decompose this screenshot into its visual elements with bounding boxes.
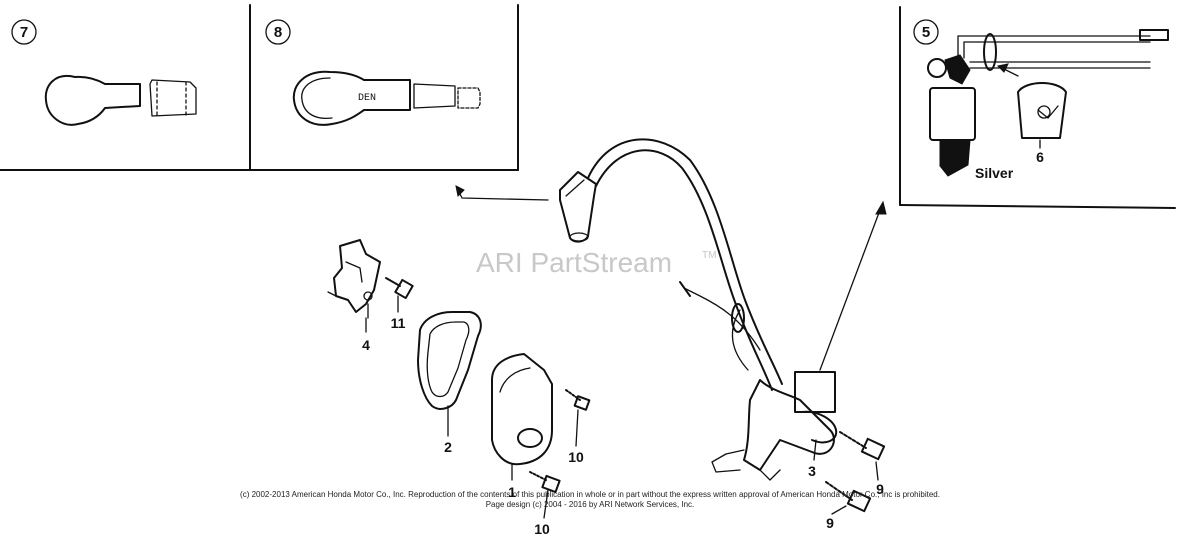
callout-6[interactable]: 6 xyxy=(1036,149,1044,165)
inset-7-number: 7 xyxy=(20,24,28,41)
part-2-gasket[interactable] xyxy=(417,311,482,410)
inset-8[interactable]: 8 DEN xyxy=(265,19,481,126)
callout-9-a[interactable]: 9 xyxy=(876,481,884,497)
callout-10-a[interactable]: 10 xyxy=(568,449,584,465)
callout-10-b[interactable]: 10 xyxy=(534,521,550,537)
callout-9-b[interactable]: 9 xyxy=(826,515,834,531)
leader-lines xyxy=(365,139,1041,519)
part-1-cover[interactable] xyxy=(491,353,553,466)
watermark-tm: TM xyxy=(702,250,716,261)
callout-4[interactable]: 4 xyxy=(362,337,370,353)
arrow-to-inset-5 xyxy=(819,200,887,371)
part-9-bolt-b[interactable] xyxy=(825,481,872,513)
part-9-bolt-a[interactable] xyxy=(839,431,886,461)
inset-5[interactable]: 5 Silver xyxy=(913,19,1169,181)
inset-5-badge xyxy=(913,19,939,45)
primary-wires xyxy=(679,281,761,371)
plug-cap-8: DEN xyxy=(292,70,481,126)
inset-7[interactable]: 7 xyxy=(11,19,197,126)
cap-marking: DEN xyxy=(358,93,376,104)
callout-2[interactable]: 2 xyxy=(444,439,452,455)
callouts: 1 2 3 4 6 9 9 10 10 11 xyxy=(362,149,1044,537)
ignition-coil-assembly[interactable] xyxy=(559,138,838,481)
plug-cap-7 xyxy=(44,74,197,126)
inset-7-badge xyxy=(11,19,37,45)
part-4-stop-switch[interactable] xyxy=(327,239,381,319)
page-design-line: Page design (c) 2004 - 2016 by ARI Netwo… xyxy=(485,500,695,509)
callout-1[interactable]: 1 xyxy=(508,484,516,500)
part-10-bolt-b[interactable] xyxy=(529,471,561,494)
callout-3[interactable]: 3 xyxy=(808,463,816,479)
callout-11[interactable]: 11 xyxy=(391,315,406,331)
inset-frame-7-8 xyxy=(0,4,519,171)
part-10-bolt-a[interactable] xyxy=(565,389,591,411)
watermark-text: ARI PartStream xyxy=(476,247,672,278)
part-11-screw[interactable] xyxy=(385,277,414,300)
spark-plug-cap xyxy=(559,171,597,243)
coil-body xyxy=(711,371,838,481)
inset-8-number: 8 xyxy=(274,24,282,41)
copyright-line: (c) 2002-2013 American Honda Motor Co., … xyxy=(240,490,940,499)
ignition-coil-detail xyxy=(927,29,1169,177)
watermark: ARI PartStream TM xyxy=(476,247,716,278)
silver-label: Silver xyxy=(975,165,1014,181)
high-tension-lead xyxy=(587,138,783,391)
copyright-footer: (c) 2002-2013 American Honda Motor Co., … xyxy=(0,490,1180,510)
inset-8-badge xyxy=(265,19,291,45)
arrow-to-inset-7-8 xyxy=(455,185,549,201)
inset-5-number: 5 xyxy=(922,24,930,41)
inset-frame-5 xyxy=(899,6,1176,209)
